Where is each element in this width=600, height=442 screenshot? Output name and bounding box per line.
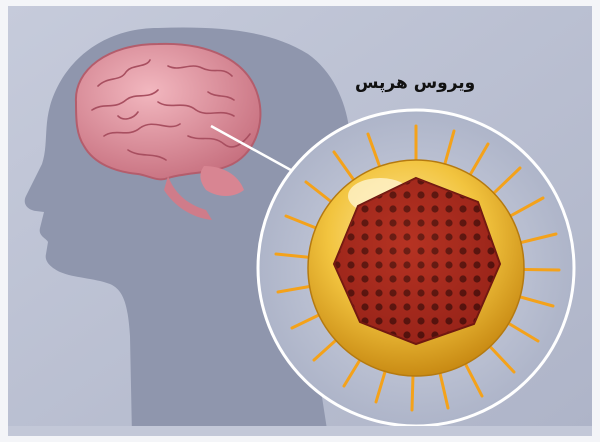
virus-label: ویروس هرپس xyxy=(355,73,475,93)
herpes-brain-illustration xyxy=(8,6,592,436)
bottom-credit-strip xyxy=(8,426,592,436)
